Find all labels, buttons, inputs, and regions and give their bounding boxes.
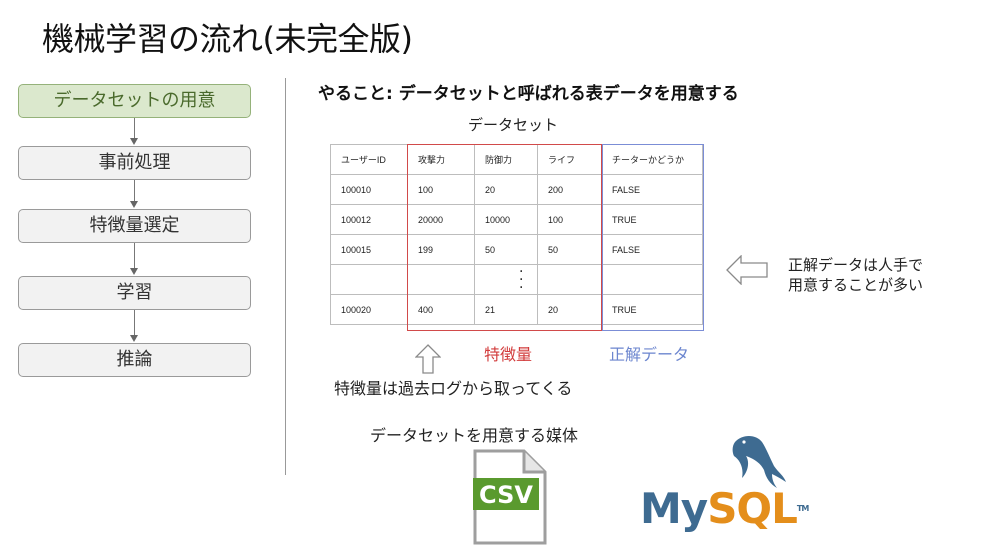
left-arrow-icon	[726, 255, 768, 285]
mysql-dolphin-icon	[732, 436, 786, 488]
csv-label: CSV	[479, 481, 533, 509]
table-cell: TRUE	[601, 294, 703, 325]
table-row: 100020 400 21 20 TRUE	[330, 294, 703, 325]
feature-note: 特徴量は過去ログから取ってくる	[334, 379, 573, 398]
mysql-logo-sql: SQL	[707, 484, 798, 533]
slide-title: 機械学習の流れ(未完全版)	[42, 20, 413, 58]
table-cell: FALSE	[601, 174, 703, 205]
table-cell: 400	[407, 294, 475, 325]
table-caption: データセット	[468, 116, 559, 134]
table-cell: 100012	[330, 204, 408, 235]
table-header-row: ユーザーID 攻撃力 防御力 ライフ チーターかどうか	[330, 144, 703, 175]
table-cell: 100020	[330, 294, 408, 325]
flow-arrowhead	[130, 201, 138, 208]
table-cell: 100010	[330, 174, 408, 205]
table-cell: 10000	[474, 204, 538, 235]
vertical-divider	[285, 78, 286, 475]
flow-arrowhead	[130, 335, 138, 342]
table-cell: 199	[407, 234, 475, 265]
vertical-ellipsis-icon: ···	[519, 264, 524, 296]
flow-connector	[134, 310, 135, 335]
flow-connector	[134, 118, 135, 138]
answer-note: 正解データは人手で 用意することが多い	[788, 255, 923, 295]
table-cell: 20	[537, 294, 602, 325]
flow-arrowhead	[130, 138, 138, 145]
mysql-logo-my: My	[640, 484, 708, 533]
flow-arrowhead	[130, 268, 138, 275]
flow-step-training: 学習	[18, 276, 251, 310]
table-cell: 50	[474, 234, 538, 265]
flow-step-feature-selection: 特徴量選定	[18, 209, 251, 243]
answer-note-line: 用意することが多い	[788, 276, 924, 294]
flow-step-dataset: データセットの用意	[18, 84, 251, 118]
table-row: 100015 199 50 50 FALSE	[330, 234, 703, 265]
flow-step-preprocess: 事前処理	[18, 146, 251, 180]
table-cell	[537, 264, 602, 295]
table-row-ellipsis	[330, 264, 703, 295]
mysql-logo: MySQLTM	[640, 484, 809, 533]
table-cell	[601, 264, 703, 295]
feature-label: 特徴量	[484, 345, 533, 364]
section-heading: やること: データセットと呼ばれる表データを用意する	[318, 84, 739, 104]
feature-highlight-box	[407, 144, 602, 331]
answer-highlight-box	[602, 144, 704, 331]
csv-file-icon: CSV	[472, 448, 548, 550]
media-title: データセットを用意する媒体	[370, 426, 579, 445]
up-arrow-icon	[415, 344, 441, 374]
table-cell: 100015	[330, 234, 408, 265]
table-cell: 50	[537, 234, 602, 265]
table-cell: 21	[474, 294, 538, 325]
answer-note-line: 正解データは人手で	[788, 256, 924, 274]
table-row: 100012 20000 10000 100 TRUE	[330, 204, 703, 235]
dataset-table: ユーザーID 攻撃力 防御力 ライフ チーターかどうか 100010 100 2…	[330, 144, 703, 325]
table-cell	[330, 264, 408, 295]
column-header: ユーザーID	[330, 144, 408, 175]
flow-connector	[134, 243, 135, 268]
flow-step-inference: 推論	[18, 343, 251, 377]
csv-file-graphic: CSV	[473, 449, 547, 545]
column-header: チーターかどうか	[601, 144, 703, 175]
mysql-trademark: TM	[796, 504, 809, 513]
answer-label: 正解データ	[609, 345, 690, 364]
flow-connector	[134, 180, 135, 201]
table-cell: FALSE	[601, 234, 703, 265]
